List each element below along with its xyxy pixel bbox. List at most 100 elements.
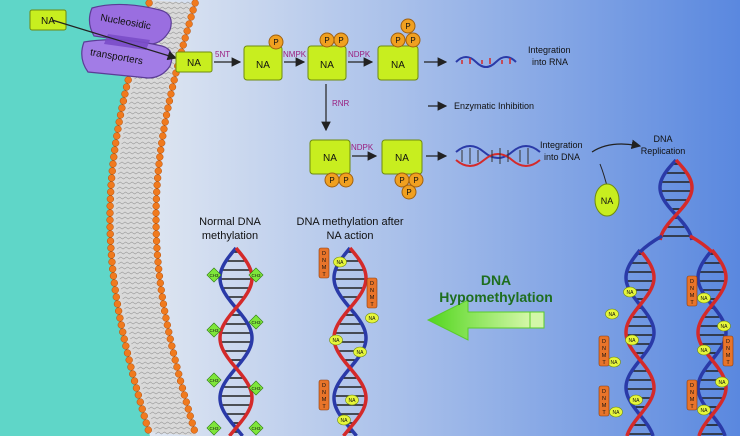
lipid-head — [115, 118, 123, 126]
lipid-head — [138, 405, 146, 413]
lipid-head — [122, 83, 131, 91]
integration-dna-line2: into DNA — [544, 152, 580, 162]
lipid-head — [108, 167, 116, 175]
lipid-head — [116, 314, 124, 322]
lipid-tails — [119, 276, 156, 280]
lipid-tails — [117, 256, 154, 260]
lipid-head — [114, 307, 123, 315]
enzyme-rnr: RNR — [332, 99, 350, 108]
lipid-tails — [131, 86, 169, 90]
dna-strand-blue — [218, 246, 254, 436]
lipid-tails — [134, 76, 171, 80]
lipid-tails — [154, 1, 192, 5]
lipid-tails — [120, 281, 157, 285]
dnmt-letter: T — [602, 410, 606, 416]
dna-strand-red — [658, 158, 694, 241]
lipid-head — [117, 321, 125, 329]
lipid-head — [114, 125, 122, 133]
lipid-head — [132, 384, 141, 392]
lipid-head — [129, 370, 137, 378]
na-label: NA — [701, 296, 709, 302]
lipid-tails — [118, 161, 156, 165]
lipid-tails — [126, 321, 164, 325]
lipid-tails — [116, 246, 154, 250]
lipid-head — [110, 279, 118, 287]
lipid-head — [152, 209, 160, 217]
na-incorporated — [609, 406, 623, 418]
lipid-head — [180, 391, 189, 399]
lipid-head — [134, 391, 143, 399]
lipid-head — [171, 356, 179, 364]
lipid-head — [113, 132, 121, 140]
na-incorporated — [623, 286, 637, 298]
dnmt-letter: M — [370, 295, 375, 301]
lipid-head — [185, 20, 193, 28]
phosphate-label: P — [395, 36, 400, 45]
lipid-tails — [116, 191, 153, 195]
lipid-head — [152, 230, 160, 238]
lipid-head — [157, 146, 165, 154]
phosphate-label: P — [338, 36, 343, 45]
lipid-head — [125, 356, 133, 364]
lipid-tails — [118, 166, 155, 170]
lipid-head — [156, 279, 164, 287]
lipid-head — [166, 335, 174, 343]
dnmt-letter: T — [370, 302, 374, 308]
lipid-tails — [123, 301, 160, 305]
lipid-tails — [138, 371, 175, 375]
lipid-tails — [115, 211, 153, 215]
lipid-head — [153, 181, 161, 189]
lipid-head — [162, 314, 170, 322]
na-label: NA — [611, 360, 619, 366]
na-label: NA — [349, 398, 357, 404]
lipid-head — [119, 328, 127, 336]
dnmt-letter: N — [370, 288, 374, 294]
lipid-tails — [122, 296, 159, 300]
lipid-head — [168, 83, 177, 91]
lipid-tails — [118, 266, 155, 270]
lipid-tails — [150, 416, 188, 420]
lipid-head — [153, 188, 161, 196]
lipid-tails — [143, 391, 181, 395]
lipid-tails — [152, 421, 189, 425]
dnmt-letter: T — [690, 404, 694, 410]
enzyme-ndpk2: NDPK — [351, 143, 374, 152]
na-label: NA — [629, 338, 637, 344]
phosphate-label: P — [413, 176, 418, 185]
na-incorporated — [625, 334, 639, 346]
phosphate-label: P — [405, 22, 410, 31]
lipid-tails — [153, 426, 191, 430]
lipid-tails — [145, 396, 182, 400]
dnmt-letter: T — [690, 300, 694, 306]
lipid-tails — [118, 261, 155, 265]
lipid-head — [159, 132, 167, 140]
na-incorporated — [329, 334, 343, 346]
na-label: NA — [395, 153, 409, 164]
lipid-tails — [125, 116, 162, 120]
lipid-head — [145, 0, 153, 7]
lipid-tails — [133, 81, 170, 85]
dnmt-letter: D — [322, 383, 326, 389]
after-methylation-line2: NA action — [326, 230, 373, 242]
na-label: NA — [357, 350, 365, 356]
lipid-head — [152, 237, 161, 245]
lipid-tails — [155, 431, 192, 435]
dna-strand-integration — [455, 145, 541, 167]
dnmt-letter: M — [690, 293, 695, 299]
lipid-tails — [124, 306, 161, 310]
lipid-tails — [141, 381, 178, 385]
phosphate-label: P — [329, 176, 334, 185]
lipid-head — [140, 412, 148, 420]
dnmt-letter: D — [602, 389, 606, 395]
lipid-head — [121, 90, 129, 98]
dnmt-letter: D — [322, 251, 326, 257]
lipid-tails — [129, 331, 166, 335]
lipid-head — [144, 426, 152, 434]
dnmt-letter: D — [370, 281, 374, 287]
methyl-group — [206, 420, 222, 436]
lipid-head — [157, 286, 165, 294]
lipid-tails — [139, 376, 177, 380]
